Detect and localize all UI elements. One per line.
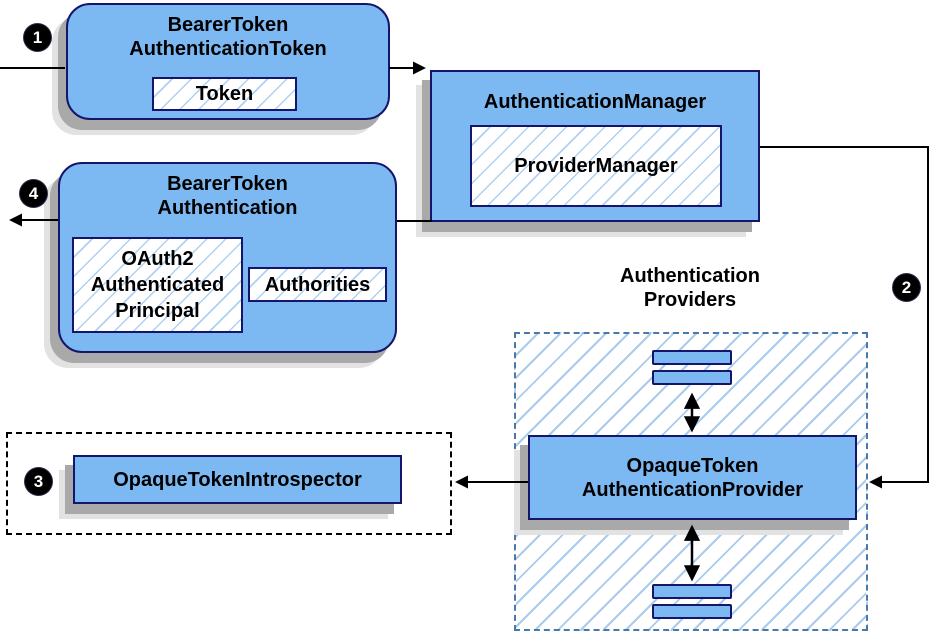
- node-oauth2-authenticated-principal: OAuth2 Authenticated Principal: [72, 237, 243, 333]
- node-title: OpaqueToken AuthenticationProvider: [581, 454, 804, 501]
- node-title: BearerToken AuthenticationToken: [129, 14, 327, 60]
- node-title: BearerToken Authentication: [157, 173, 298, 219]
- node-authorities: Authorities: [248, 267, 387, 302]
- provider-item-bar: [652, 350, 732, 365]
- node-opaque-token-authentication-provider: OpaqueToken AuthenticationProvider: [528, 435, 857, 520]
- node-authentication-manager: AuthenticationManager ProviderManager: [430, 70, 760, 222]
- node-title: AuthenticationManager: [483, 91, 707, 113]
- node-title: OpaqueTokenIntrospector: [113, 468, 362, 491]
- node-token: Token: [152, 77, 297, 111]
- step-3-badge: 3: [25, 468, 52, 495]
- provider-item-bar: [652, 604, 732, 619]
- node-provider-manager: ProviderManager: [470, 125, 722, 207]
- step-2-badge: 2: [893, 274, 920, 301]
- step-4-badge: 4: [20, 180, 47, 207]
- provider-item-bar: [652, 370, 732, 385]
- authentication-providers-label: Authentication Providers: [620, 265, 760, 311]
- provider-item-bar: [652, 584, 732, 599]
- step-1-badge: 1: [24, 24, 51, 51]
- node-opaque-token-introspector: OpaqueTokenIntrospector: [73, 455, 402, 504]
- node-bearer-token-authentication-token: BearerToken AuthenticationToken Token: [66, 3, 390, 120]
- node-bearer-token-authentication: BearerToken Authentication OAuth2 Authen…: [58, 162, 397, 353]
